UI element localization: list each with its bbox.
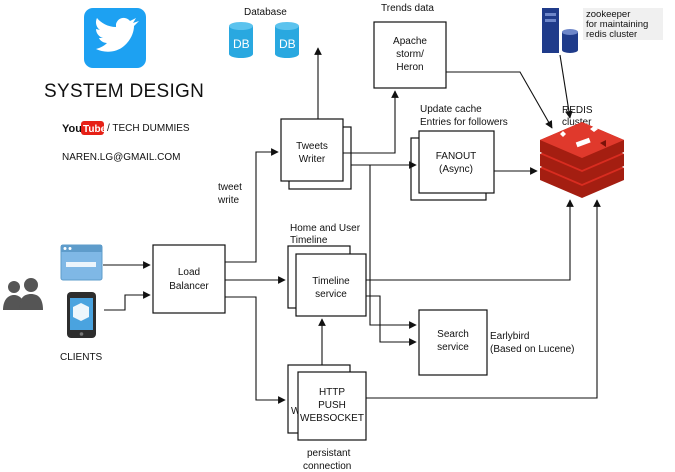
svg-text:(Async): (Async) [439, 164, 473, 175]
svg-text:HTTP: HTTP [319, 387, 345, 398]
svg-text:FANOUT: FANOUT [436, 151, 477, 162]
apache-storm-node: Apache storm/ Heron [373, 21, 447, 89]
page-title: SYSTEM DESIGN [44, 81, 204, 102]
lb-to-http-push-arrow [225, 296, 286, 404]
http-push-node: W HTTP PUSH WEBSOCKET [287, 364, 367, 441]
svg-text:W: W [291, 406, 301, 417]
channel-name: / TECH DUMMIES [107, 123, 190, 134]
connections [103, 47, 601, 404]
zookeeper-label-2: for maintaining [586, 19, 648, 30]
tweets-writer-to-search-arrow [369, 165, 417, 329]
svg-text:Load: Load [178, 267, 200, 278]
update-cache-label-2: Entries for followers [420, 117, 508, 128]
home-user-timeline-label-1: Home and User [290, 223, 361, 234]
svg-text:Tweets: Tweets [296, 141, 328, 152]
youtube-logo: You Tube [62, 121, 107, 135]
clients-label: CLIENTS [60, 352, 103, 363]
tweets-writer-node: Tweets Writer [280, 118, 352, 190]
tweets-writer-to-storm-arrow [343, 90, 399, 154]
zookeeper-server-icon [542, 8, 578, 53]
search-service-node: Search service [418, 309, 488, 376]
zookeeper-to-redis-arrow [559, 54, 573, 119]
home-user-timeline-label-2: Timeline [290, 235, 328, 246]
users-icon [3, 278, 43, 310]
storm-to-redis-arrow [446, 71, 553, 129]
svg-text:Heron: Heron [396, 62, 423, 73]
database-label: Database [244, 7, 287, 18]
svg-text:Apache: Apache [393, 36, 427, 47]
database-icon-2: DB [275, 22, 299, 58]
database-icon-1: DB [229, 22, 253, 58]
author-email: NAREN.LG@GMAIL.COM [62, 152, 181, 163]
twitter-logo [84, 8, 146, 68]
persistent-connection-label-2: connection [303, 461, 351, 472]
youtube-you-text: You [62, 123, 82, 135]
redis-label-2: cluster [562, 117, 592, 128]
svg-text:storm/: storm/ [396, 49, 424, 60]
redis-label-1: REDIS [562, 105, 593, 116]
svg-text:Balancer: Balancer [169, 281, 209, 292]
svg-text:DB: DB [279, 37, 296, 51]
load-balancer-node: Load Balancer [152, 244, 226, 314]
phone-to-lb-arrow [104, 291, 151, 311]
earlybird-label-1: Earlybird [490, 331, 529, 342]
trends-data-label: Trends data [381, 3, 434, 14]
earlybird-label-2: (Based on Lucene) [490, 344, 575, 355]
tweet-write-label-1: tweet [218, 182, 242, 193]
tweet-write-label-2: write [217, 195, 240, 206]
zookeeper-label-3: redis cluster [586, 29, 637, 40]
svg-text:Writer: Writer [299, 154, 326, 165]
mobile-phone-icon [67, 292, 96, 338]
browser-window-icon [60, 244, 103, 281]
fanout-node: FANOUT (Async) [410, 130, 495, 201]
svg-text:DB: DB [233, 37, 250, 51]
timeline-to-search-arrow [366, 295, 417, 346]
zookeeper-label-1: zookeeper [586, 9, 630, 20]
redis-cluster-icon [540, 122, 624, 198]
svg-text:WEBSOCKET: WEBSOCKET [300, 413, 364, 424]
lb-to-tweets-writer-arrow [225, 148, 279, 263]
update-cache-label-1: Update cache [420, 104, 482, 115]
zookeeper-label-bg [583, 8, 663, 40]
svg-text:PUSH: PUSH [318, 400, 346, 411]
svg-text:Timeline: Timeline [312, 276, 350, 287]
svg-text:service: service [315, 289, 347, 300]
timeline-to-redis-arrow [366, 199, 574, 281]
http-push-to-redis-arrow [366, 199, 601, 399]
timeline-service-node: Timeline service [287, 245, 367, 317]
svg-text:Search: Search [437, 329, 469, 340]
persistent-connection-label-1: persistant [307, 448, 351, 459]
svg-text:service: service [437, 342, 469, 353]
youtube-tube-text: Tube [83, 124, 107, 135]
